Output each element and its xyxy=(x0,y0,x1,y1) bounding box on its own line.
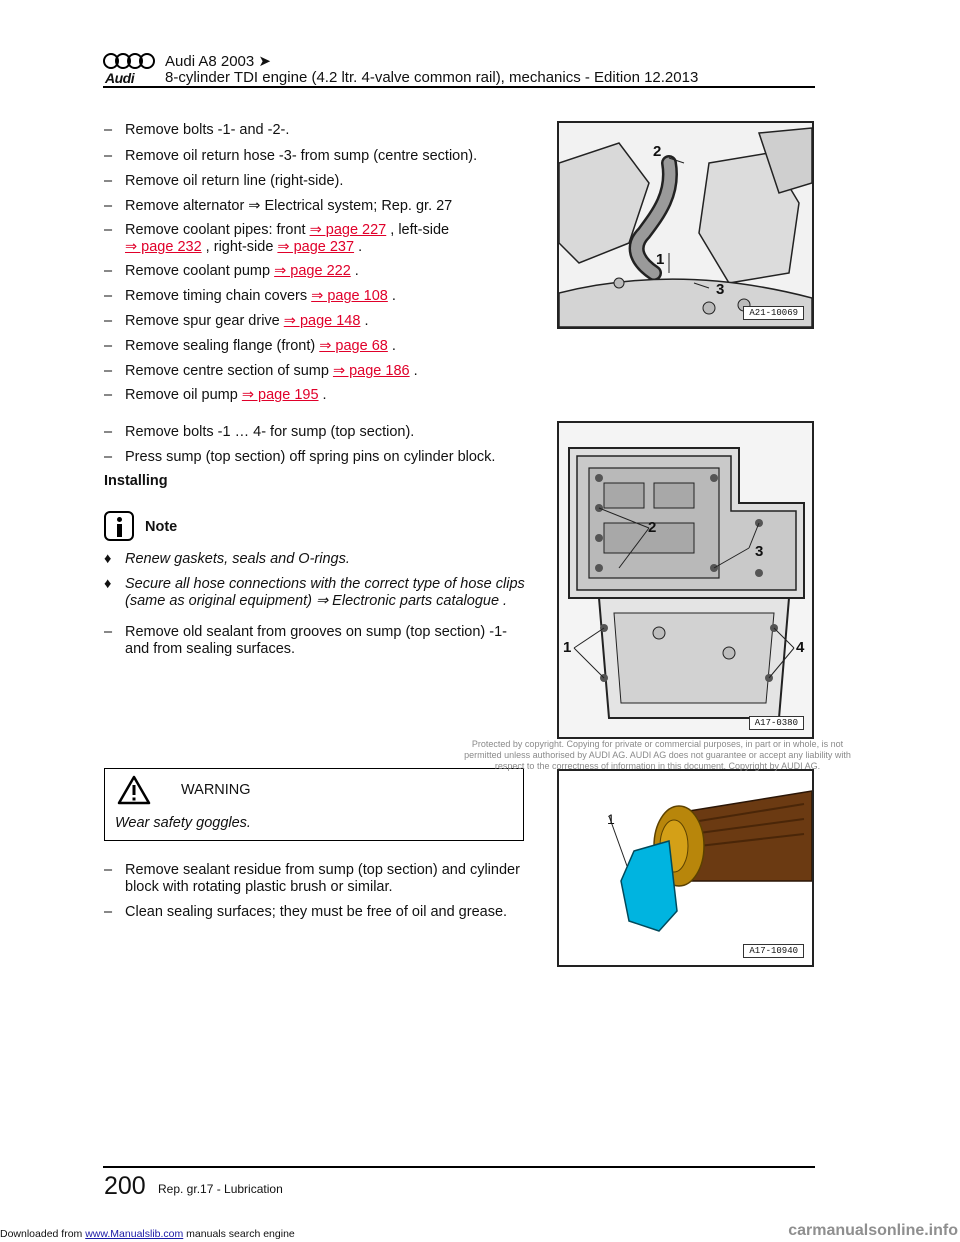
warning-box: WARNING Wear safety goggles. xyxy=(104,768,524,841)
step-item: – Remove alternator ⇒ Electrical system;… xyxy=(104,198,453,214)
manualslib-link[interactable]: www.Manualslib.com xyxy=(85,1228,184,1240)
header-title: 8-cylinder TDI engine (4.2 ltr. 4-valve … xyxy=(165,69,699,86)
page-link[interactable]: ⇒ page 232 xyxy=(125,239,202,255)
download-bar: Downloaded from www.Manualslib.com manua… xyxy=(0,1228,295,1240)
figure-engine-bay: 2 1 3 A21-10069 xyxy=(557,121,814,329)
page-number: 200 xyxy=(104,1172,146,1200)
callout: 1 xyxy=(607,811,615,827)
step-item: – Remove oil return line (right-side). xyxy=(104,173,344,189)
callout: 2 xyxy=(648,519,657,536)
note-bullet: ♦ Renew gaskets, seals and O-rings. xyxy=(104,551,350,567)
step-coolant-pipes: – Remove coolant pipes: front ⇒ page 227… xyxy=(104,222,450,255)
page-link[interactable]: ⇒ page 148 xyxy=(283,313,361,329)
step-item: – Remove sealing flange (front) ⇒ page 6… xyxy=(104,338,396,354)
page-link[interactable]: ⇒ page 108 xyxy=(311,288,388,304)
step-item: – Remove timing chain covers ⇒ page 108 … xyxy=(104,288,396,304)
step-item: – Remove oil pump ⇒ page 195 . xyxy=(104,387,327,403)
note-bullet: ♦ Secure all hose connections with the c… xyxy=(104,576,525,609)
site-watermark: carmanualsonline.info xyxy=(788,1222,958,1239)
sump-illustration xyxy=(559,423,812,737)
callout: 4 xyxy=(796,639,805,656)
step-item: – Clean sealing surfaces; they must be f… xyxy=(104,904,508,920)
step-item: – Remove bolts -1 … 4- for sump (top sec… xyxy=(104,424,415,440)
step-item: – Remove coolant pump ⇒ page 222 . xyxy=(104,263,359,279)
installing-heading: Installing xyxy=(104,473,168,489)
info-icon xyxy=(104,511,134,541)
figure-rotating-brush: 1 A17-10940 xyxy=(557,769,814,967)
callout: 3 xyxy=(716,281,725,298)
audi-rings-logo xyxy=(103,53,155,69)
step-item: – Press sump (top section) off spring pi… xyxy=(104,449,496,465)
page-link[interactable]: ⇒ page 186 xyxy=(332,363,410,379)
step-item: – Remove old sealant from grooves on sum… xyxy=(104,624,508,657)
figure-sump-top-section: 2 3 1 4 A17-0380 xyxy=(557,421,814,739)
warning-text: Wear safety goggles. xyxy=(115,815,251,831)
warning-label: WARNING xyxy=(181,782,251,798)
callout: 2 xyxy=(653,143,662,160)
header-model: Audi A8 2003 ➤ xyxy=(165,53,271,70)
audi-wordmark: Audi xyxy=(105,70,135,86)
callout: 3 xyxy=(755,543,764,560)
warning-icon xyxy=(117,775,151,805)
page-link[interactable]: ⇒ page 68 xyxy=(319,338,388,354)
figure-label: A17-0380 xyxy=(748,716,804,730)
note-label: Note xyxy=(145,519,178,535)
footer-section: Rep. gr.17 - Lubrication xyxy=(158,1182,283,1196)
step-item: – Remove sealant residue from sump (top … xyxy=(104,862,520,895)
figure-label: A17-10940 xyxy=(743,944,804,958)
footer-rule xyxy=(103,1166,815,1168)
page-header: Audi Audi A8 2003 ➤ 8-cylinder TDI engin… xyxy=(103,50,815,88)
figure-label: A21-10069 xyxy=(743,306,804,320)
page-link[interactable]: ⇒ page 195 xyxy=(241,387,319,403)
step-item: – Remove oil return hose -3- from sump (… xyxy=(104,148,478,164)
step-item: – Remove bolts -1- and -2-. xyxy=(104,122,290,138)
page-link[interactable]: ⇒ page 227 xyxy=(309,222,387,238)
brush-illustration xyxy=(559,771,812,965)
engine-illustration xyxy=(559,123,812,327)
page-link[interactable]: ⇒ page 222 xyxy=(274,263,351,279)
step-item: – Remove spur gear drive ⇒ page 148 . xyxy=(104,313,369,329)
callout: 1 xyxy=(656,251,665,268)
copyright-notice: Protected by copyright. Copying for priv… xyxy=(464,739,851,771)
callout: 1 xyxy=(563,639,572,656)
page-link[interactable]: ⇒ page 237 xyxy=(277,239,355,255)
step-item: – Remove centre section of sump ⇒ page 1… xyxy=(104,363,418,379)
